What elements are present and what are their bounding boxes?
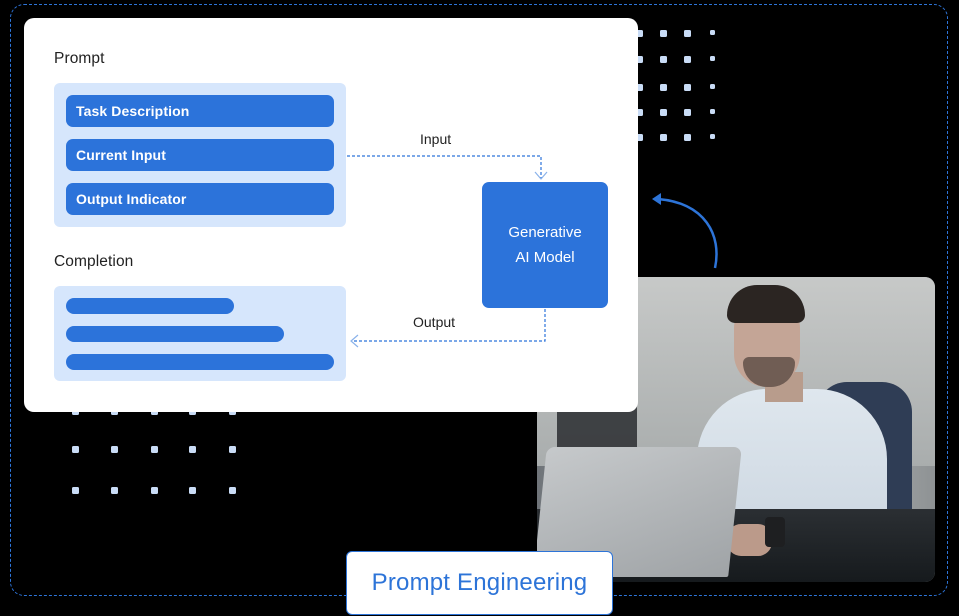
- input-flow-label: Input: [420, 131, 452, 147]
- completion-panel: [54, 286, 346, 381]
- output-arrow-icon: [350, 309, 546, 348]
- prompt-item-current-input: Current Input: [66, 139, 334, 171]
- completion-label: Completion: [54, 253, 134, 270]
- prompt-panel: Task Description Current Input Output In…: [54, 83, 346, 227]
- prompt-item-output-indicator: Output Indicator: [66, 183, 334, 215]
- completion-bar: [66, 354, 334, 370]
- prompt-diagram-card: Prompt Task Description Current Input Ou…: [24, 18, 638, 412]
- output-flow-label: Output: [413, 314, 456, 330]
- completion-bar: [66, 298, 234, 314]
- completion-bar: [66, 326, 284, 342]
- model-label-line1: Generative: [508, 224, 582, 241]
- curved-arrow-icon: [652, 193, 718, 269]
- prompt-engineering-title: Prompt Engineering: [346, 551, 613, 615]
- input-arrow-icon: [347, 155, 548, 180]
- prompt-item-task-description: Task Description: [66, 95, 334, 127]
- prompt-label: Prompt: [54, 50, 105, 67]
- model-label-line2: AI Model: [515, 249, 575, 266]
- generative-ai-model-box: Generative AI Model: [482, 182, 608, 308]
